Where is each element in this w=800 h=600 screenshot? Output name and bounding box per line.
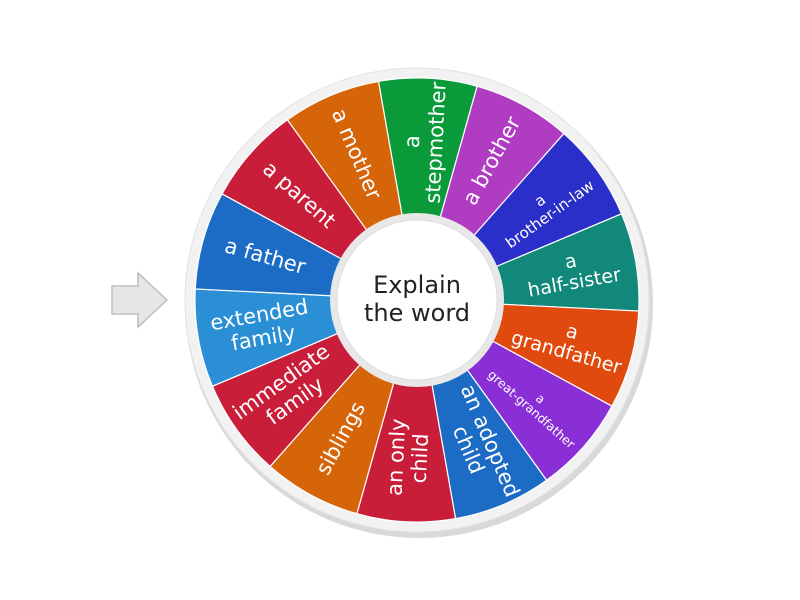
wheel-segment-label-line: a [400,135,425,149]
wheel-segment-label-line: a [563,249,579,274]
wheel-segment-label-line: child [407,433,433,484]
pointer-arrow-shape [111,271,169,329]
wheel-segments[interactable] [194,77,640,523]
hub-title-line: the word [364,299,470,327]
hub-title-line: Explain [373,271,461,299]
hub-circle[interactable] [336,219,498,381]
wheel-segment-label-line: an only [382,418,410,496]
pointer-arrow-icon [111,271,169,329]
